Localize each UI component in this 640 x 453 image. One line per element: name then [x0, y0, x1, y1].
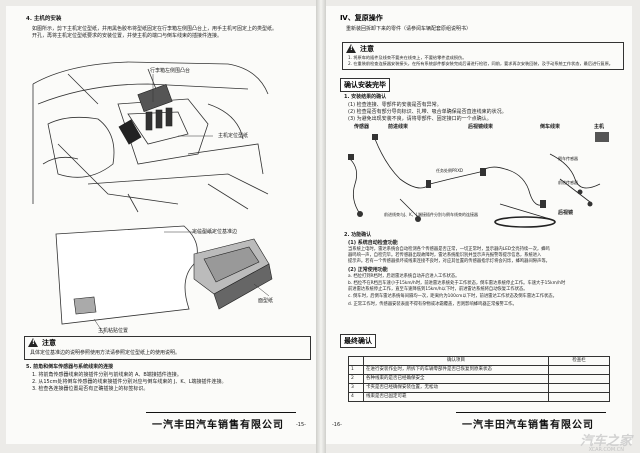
func-item-0: (1) 系统自动检查功能: [348, 240, 398, 246]
table-cell: 4: [348, 392, 364, 402]
right-note-title: 注意: [360, 45, 374, 53]
table-header-cell: [348, 356, 364, 366]
left-note-box: [24, 336, 311, 360]
sect5-item-3: 3. 检查各连接器位置是否有正确插接上的标签标识。: [32, 386, 149, 392]
table-cell: 卡夹是否已经确保安装位置，无松动: [363, 383, 549, 393]
left-page: 4. 主机的安装 如图所示，剪下主机定位型纸，并用黑色胶布将型纸固定在行李箱左侧…: [6, 6, 316, 444]
final-confirm-title: 最终确认: [340, 334, 376, 348]
warning-icon-right: !: [346, 44, 356, 53]
table-header-cell: 确认项目: [363, 356, 549, 366]
watermark-logo: 汽车之家: [579, 434, 632, 449]
diag-mirror-harness-label: 后视镜线束: [468, 124, 494, 130]
table-header-row: 确认项目 检查栏: [348, 356, 610, 366]
right-footer-rule: [456, 412, 606, 432]
table-cell: 2: [348, 374, 364, 384]
table-cell: [548, 365, 610, 375]
left-note-line: 具体定位基准边的说明参照使用方法请参照定位型纸上的使用说明。: [30, 350, 181, 356]
table-cell: [548, 374, 610, 384]
func-item-1: 当系统上电时，雷达系统会自动检测各个传感器是否正常，一切正常时，显示器内LED全…: [348, 247, 550, 252]
right-page-number: -16-: [332, 422, 342, 428]
func-item-3: 提示声。若有一个传感器损坏或线束连接不良时，对应其位置的传感器指示灯将会闪烁，蜂…: [348, 259, 550, 264]
confirm-item-3: (3) 为避免出现安装不良，请将零部件、固定接口的一个点确认。: [348, 116, 492, 122]
label-template-ref-edge: 定位型纸定位基准边: [192, 229, 238, 235]
label-host-position: 主机粘贴位置: [98, 328, 129, 334]
binding-gutter: [316, 0, 326, 453]
label-trunk-boss: 行李箱左侧围凸台: [150, 68, 191, 74]
diag-front-harness-label: 前进线束: [388, 124, 409, 130]
func-item-2: 器鸣响一声，自检完毕。若传感器出现故障时，雷达系统能识别并显示声光报警等提示信息…: [348, 253, 542, 258]
func-item-4: (2) 正常使用功能: [348, 267, 388, 273]
right-section-head: Ⅳ、复原操作: [340, 14, 383, 22]
sect5-item-2: 2. 从15cm处将倒车传感器的线束接插件分别对应与倒车线束的 J、K、L端接插…: [32, 379, 227, 385]
func-item-5: a. 档位打到R档时，后退雷达系统自动开启进入工作状态。: [348, 274, 460, 279]
left-para-2: 开孔，再将主机定位型纸要求的安装位置，并使主机的端口与倒车线束的插接件连接。: [32, 33, 223, 39]
table-cell: [548, 383, 610, 393]
diag-host-label: 主机: [594, 124, 605, 130]
func-item-9: d. 正常工作时，传感器安装表面不得有杂物或冰霜覆盖，否则影响蜂鸣器正常报警工作…: [348, 302, 517, 307]
left-page-number: -15-: [296, 422, 306, 428]
diag-mirror-label: 后视镜: [558, 210, 574, 216]
table-header-cell: 检查栏: [548, 356, 610, 366]
func-item-7: 前进雷达系统停止工作，直至车速降低到15km/h以下时，前进雷达系统将自动恢复工…: [348, 287, 528, 292]
right-page: Ⅳ、复原操作 重新装回拆卸下来的零件（请参阅车辆配套原组说明书） ! 注意 1.…: [326, 6, 632, 444]
func-item-6: b. 档位不在R档且车速小于15km/h时，前进雷达系统处于工作状态，倒车雷达系…: [348, 281, 566, 286]
table-row: 3 卡夹是否已经确保安装位置，无松动: [348, 383, 610, 393]
confirm-item-0: 1. 安装结果的确认: [344, 94, 387, 100]
right-para: 重新装回拆卸下来的零件（请参阅车辆配套原组说明书）: [346, 26, 472, 32]
template-illustration: [55, 225, 273, 334]
diag-note-3: 前进传感器: [558, 180, 578, 185]
table-row: 1 在进行安装作业时，所拆下的车辆零部件是否已恢复到原来状态: [348, 365, 610, 375]
table-cell: [548, 392, 610, 402]
watermark-url: XCAR.COM.CN: [588, 447, 624, 453]
diag-note-1: 任务处倒PRXD: [436, 168, 464, 173]
confirm-install-title: 确认安装完毕: [340, 78, 390, 92]
trunk-illustration: [32, 61, 269, 213]
table-cell: 1: [348, 365, 364, 375]
right-footer-company: 一汽丰田汽车销售有限公司: [462, 420, 594, 431]
table-cell: 各种线束的是否已经确保安全: [363, 374, 549, 384]
table-cell: 3: [348, 383, 364, 393]
diag-note-4: 前进线束与J、K、L端接插件分别与倒车线束的连接器: [384, 212, 479, 217]
table-cell: 在进行安装作业时，所拆下的车辆零部件是否已恢复到原来状态: [363, 365, 549, 375]
left-section-head: 4. 主机的安装: [26, 16, 62, 22]
label-host-template: 主机定位型纸: [218, 133, 249, 139]
right-note-line-2: 2. 在重装前检查连接器安装接头，在所有系统部件都安装完成后请进行检验，同前，要…: [348, 61, 613, 66]
wiring-diagram: [348, 132, 609, 228]
table-row: 2 各种线束的是否已经确保安全: [348, 374, 610, 384]
warning-icon: !: [28, 338, 38, 347]
confirm-item-1: (1) 检查连接、零部件的安装是否有异常。: [348, 102, 442, 108]
table-row: 4 线束是否已固定可靠: [348, 392, 610, 402]
label-template-paper: 面型纸: [258, 298, 274, 304]
diag-note-2: 倒车传感器: [558, 156, 578, 161]
diag-reverse-harness-label: 倒车线束: [540, 124, 561, 130]
left-footer-rule: [146, 412, 296, 432]
sect5-item-1: 1. 将前角传感器线束的接插件分别与前线束的 A、B端接插件连接。: [32, 372, 182, 378]
func-item-8: c. 倒车时，后倒车雷达系统每间隔均一次，距离约为100cm以下时，前进雷达工作…: [348, 294, 557, 299]
right-note-box: [342, 42, 624, 70]
final-check-table: 确认项目 检查栏 1 在进行安装作业时，所拆下的车辆零部件是否已恢复到原来状态 …: [348, 356, 610, 402]
left-note-title: 注意: [42, 339, 56, 347]
sect5-title: 5. 前角和倒车传感器与系统线束的连接: [26, 364, 114, 370]
func-title: 2. 功能确认: [344, 232, 372, 238]
left-para-1: 如图所示，剪下主机定位型纸，并用黑色胶布将型纸固定在行李箱左侧围凸台上，用手主机…: [32, 26, 278, 32]
left-footer-company: 一汽丰田汽车销售有限公司: [152, 420, 284, 431]
diag-sensor-label: 传感器: [354, 124, 370, 130]
confirm-item-2: (2) 检查是否有部分导向标识、扎带、吸合单确保是否直连线束的状况。: [348, 109, 507, 115]
table-cell: 线束是否已固定可靠: [363, 392, 549, 402]
right-note-line-1: 1. 将原车的插件及线束不要夹在线束上，不要给零件造成损伤。: [348, 55, 467, 60]
